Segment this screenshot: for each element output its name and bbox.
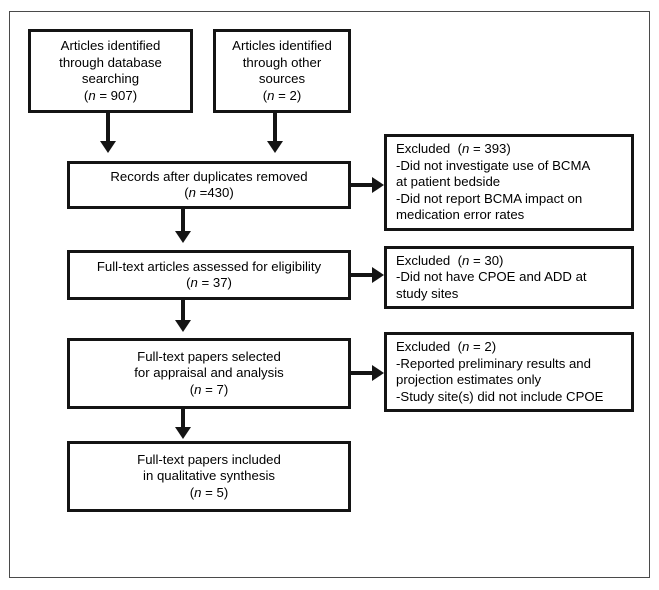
arrow-assessed-to-excluded2 <box>372 267 384 283</box>
count-value: = 393) <box>469 141 511 157</box>
node-line: Full-text articles assessed for eligibil… <box>96 258 322 274</box>
paren-open: ( <box>189 381 195 397</box>
node-line: for appraisal and analysis <box>134 365 284 381</box>
connector-assessed-to-excluded2 <box>351 273 375 277</box>
node-line: Full-text papers selected <box>137 348 281 364</box>
n-symbol: n <box>194 484 202 500</box>
n-symbol: n <box>188 185 196 200</box>
node-count-label: (n = 7) <box>190 382 229 399</box>
node-line: searching <box>81 71 140 86</box>
count-value: = 5) <box>201 484 229 500</box>
node-line: Articles identified <box>60 38 161 53</box>
node-excluded-30: Excluded (n = 30) -Did not have CPOE and… <box>384 246 634 309</box>
n-symbol: n <box>461 339 470 354</box>
node-count-label: (n = 37) <box>186 275 232 292</box>
node-fulltext-included: Full-text papers included in qualitative… <box>67 441 351 512</box>
node-count-label: (n = 907) <box>84 88 137 105</box>
count-value: = 907) <box>95 87 138 103</box>
node-excluded-2: Excluded (n = 2) -Reported preliminary r… <box>384 332 634 412</box>
excluded-label: Excluded ( <box>396 339 462 354</box>
paren-open: ( <box>186 275 191 290</box>
node-records-after-duplicates: Records after duplicates removed (n =430… <box>67 161 351 209</box>
node-line: Records after duplicates removed <box>110 168 308 184</box>
node-articles-identified-database: Articles identified through database sea… <box>28 29 193 113</box>
connector-selected-to-included <box>181 409 185 431</box>
paren-open: ( <box>184 185 189 200</box>
node-line: -Study site(s) did not include CPOE <box>396 388 604 404</box>
node-line: in qualitative synthesis <box>143 468 275 484</box>
node-line: Full-text papers included <box>137 451 281 467</box>
n-symbol: n <box>88 87 96 103</box>
n-symbol: n <box>194 381 202 397</box>
connector-records-to-fulltext-assessed <box>181 209 185 235</box>
node-count-label: (n =430) <box>184 185 234 202</box>
arrow-selected-to-included <box>175 427 191 439</box>
node-line: -Reported preliminary results and <box>396 355 591 371</box>
count-value: = 2) <box>274 87 302 103</box>
paren-open: ( <box>262 87 268 103</box>
count-value: = 7) <box>201 381 229 397</box>
node-fulltext-selected: Full-text papers selected for appraisal … <box>67 338 351 409</box>
node-heading: Excluded (n = 393) <box>396 141 511 158</box>
node-line: -Did not have CPOE and ADD at <box>396 269 587 285</box>
count-value: = 30) <box>469 252 504 268</box>
arrow-selected-to-excluded3 <box>372 365 384 381</box>
arrow-records-to-fulltext-assessed <box>175 231 191 243</box>
count-value: = 37) <box>197 275 232 290</box>
node-fulltext-assessed: Full-text articles assessed for eligibil… <box>67 250 351 300</box>
node-count-label: (n = 5) <box>190 485 229 502</box>
paren-open: ( <box>83 87 89 103</box>
n-symbol: n <box>461 141 470 157</box>
excluded-label: Excluded ( <box>396 252 462 268</box>
n-symbol: n <box>267 87 275 103</box>
node-heading: Excluded (n = 30) <box>396 253 503 270</box>
node-excluded-393: Excluded (n = 393) -Did not investigate … <box>384 134 634 231</box>
node-heading: Excluded (n = 2) <box>396 339 496 356</box>
count-value: = 2) <box>469 339 497 354</box>
node-line: sources <box>258 71 306 86</box>
node-line: through other <box>242 54 322 70</box>
node-line: medication error rates <box>396 207 525 223</box>
node-line: study sites <box>396 285 459 301</box>
connector-records-to-excluded1 <box>351 183 375 187</box>
node-line: at patient bedside <box>396 174 501 190</box>
paren-open: ( <box>189 484 195 500</box>
node-count-label: (n = 2) <box>263 88 302 105</box>
count-value: =430) <box>195 185 234 200</box>
node-line: Articles identified <box>232 38 332 53</box>
connector-assessed-to-selected <box>181 300 185 324</box>
excluded-label: Excluded ( <box>396 141 462 157</box>
n-symbol: n <box>190 275 198 290</box>
arrow-other-to-records <box>267 141 283 153</box>
node-line: projection estimates only <box>396 372 542 387</box>
arrow-database-to-records <box>100 141 116 153</box>
node-line: -Did not investigate use of BCMA <box>396 157 591 173</box>
connector-other-to-records <box>273 113 277 145</box>
arrow-assessed-to-selected <box>175 320 191 332</box>
connector-database-to-records <box>106 113 110 145</box>
diagram-outer-frame: Articles identified through database sea… <box>9 11 650 578</box>
connector-selected-to-excluded3 <box>351 371 375 375</box>
arrow-records-to-excluded1 <box>372 177 384 193</box>
node-line: -Did not report BCMA impact on <box>396 190 583 206</box>
n-symbol: n <box>461 252 470 268</box>
node-articles-identified-other: Articles identified through other source… <box>213 29 351 113</box>
node-line: through database <box>59 54 162 70</box>
